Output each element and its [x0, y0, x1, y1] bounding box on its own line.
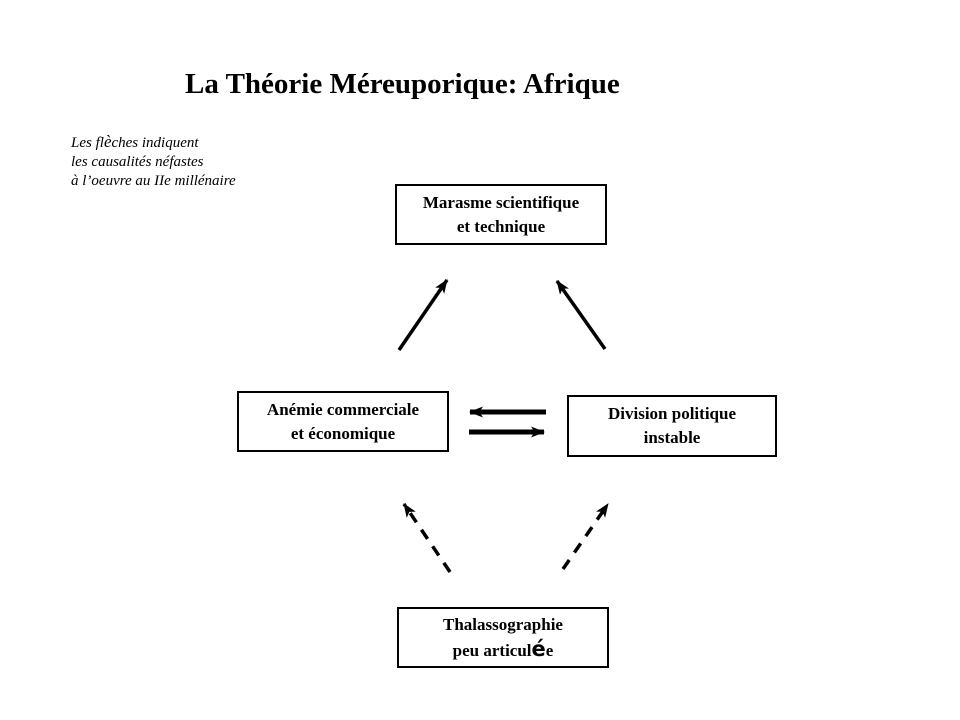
node-division: Division politique instable	[567, 395, 777, 457]
node-thalasso-line-2: peu articulée	[452, 636, 554, 661]
legend-note: Les flèches indiquent les causalités néf…	[71, 132, 236, 191]
slide-title: La Théorie Méreuporique: Afrique	[185, 68, 620, 100]
arrow-division-to-marasme	[555, 279, 607, 351]
node-anemie-line-1: Anémie commerciale	[266, 399, 420, 419]
accent-char: è	[103, 132, 112, 151]
node-anemie-line-2: et économique	[290, 423, 396, 443]
node-marasme-line-2: et technique	[456, 216, 546, 236]
node-division-line-1: Division politique	[607, 404, 736, 423]
legend-note-line-2: les causalités néfastes	[71, 154, 204, 170]
node-division-line-2: instable	[643, 428, 701, 447]
node-anemie: Anémie commerciale et économique	[237, 391, 449, 452]
node-marasme: Marasme scientifique et technique	[395, 184, 607, 245]
legend-note-line-3: à l’oeuvre au IIe millénaire	[71, 173, 236, 189]
legend-note-line-1: Les flèches indiquent	[71, 132, 199, 151]
node-thalasso-line-1: Thalassographie	[443, 614, 563, 634]
arrow-thalasso-to-division	[561, 503, 610, 570]
node-thalasso: Thalassographie peu articulée	[397, 607, 609, 668]
arrow-anemie-to-marasme	[397, 279, 449, 351]
node-marasme-line-1: Marasme scientifique	[422, 192, 580, 212]
arrow-thalasso-to-anemie	[402, 503, 452, 573]
accent-char: é	[531, 636, 546, 661]
